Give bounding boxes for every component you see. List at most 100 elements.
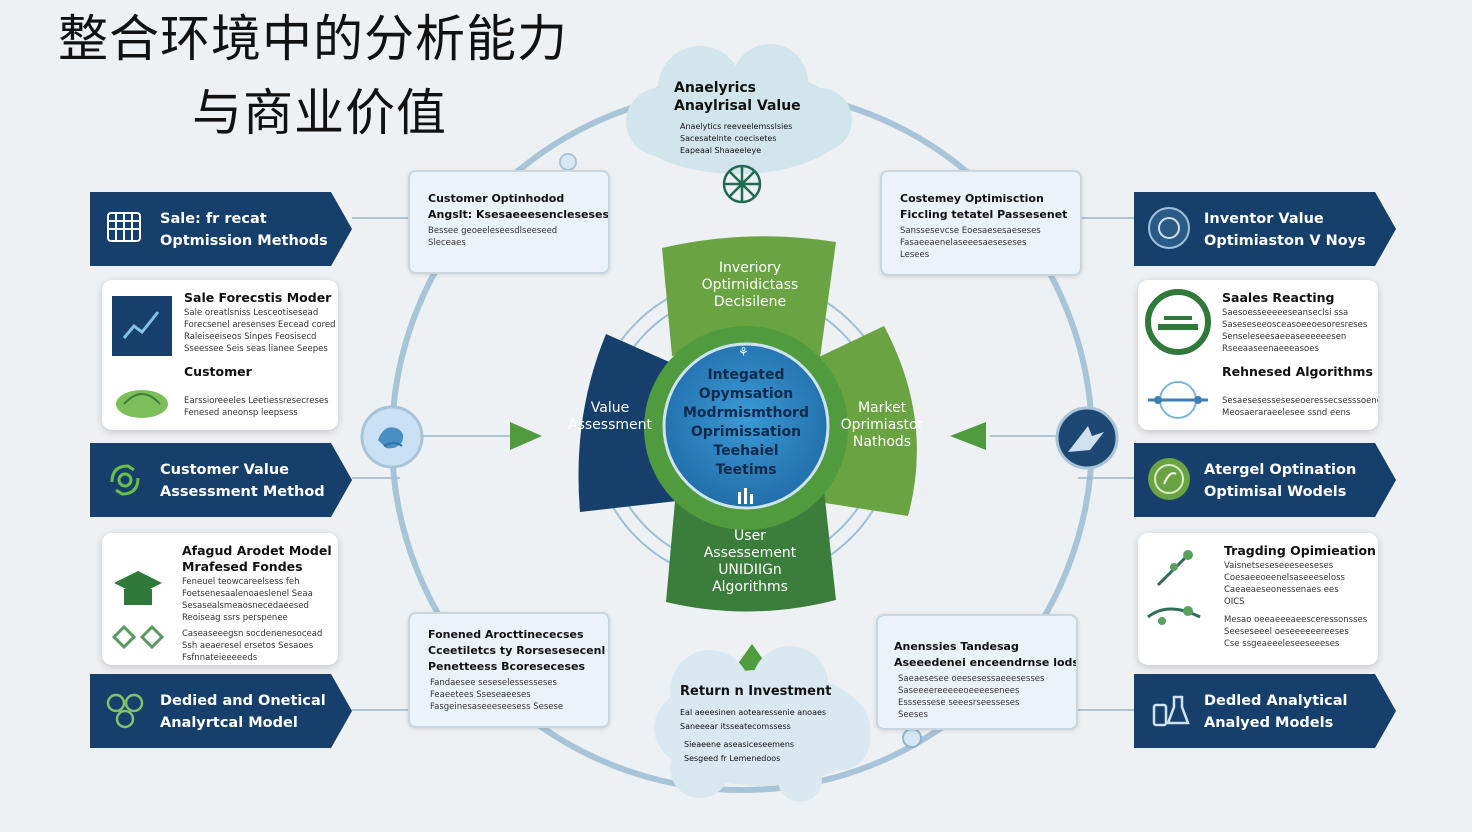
box-title: Fonened Arocttinececses xyxy=(428,628,584,641)
petal-line: Market xyxy=(857,400,907,416)
chart-board-icon xyxy=(112,296,172,356)
card-line: Vaisnetseseseeeseeseses xyxy=(1224,561,1334,571)
page-title-line2: 与商业价值 xyxy=(192,84,447,142)
center-line: Teehaiel xyxy=(713,443,779,459)
petal-top xyxy=(662,236,836,358)
petal-line: Decisilene xyxy=(713,294,787,310)
info-box-top-left: Customer Optinhodod Angslt: Ksesaeeesenc… xyxy=(408,170,610,274)
leaf-circle-icon xyxy=(1148,458,1190,500)
card-subline: Caseaseeegsn socdenenesocead xyxy=(182,629,323,639)
top-cloud-line: Sacesatelnte coecisetes xyxy=(680,134,777,143)
bottom-cloud-line: Saneeear itsseatecomssess xyxy=(680,722,791,731)
card-subline: Fsfnnateieeeeeds xyxy=(182,653,258,663)
box-line: Fandaesee seseselessesseses xyxy=(430,678,557,688)
page-title-line1: 整合环境中的分析能力 xyxy=(58,10,568,68)
card-line: Reoiseag ssrs perspenee xyxy=(182,613,288,623)
card-subline: Mesao oeeaeeeaeesceressonsses xyxy=(1224,615,1368,625)
card-subline: Sesaesesesseseseoeressecsesssoenent xyxy=(1222,396,1378,406)
card-line: OICS xyxy=(1224,597,1245,607)
left-card-arodet-model: Afagud Arodet Model Mrafesed Fondes Fene… xyxy=(102,533,338,665)
box-title: Cceetiletcs ty Rorsesesecenl xyxy=(428,644,606,657)
card-subline: Earssioreeeles Leetiessresecreses xyxy=(184,396,329,406)
card-line: Saseseseeosceasoeeoesoresreses xyxy=(1222,320,1368,330)
center-line: Integated xyxy=(707,367,785,383)
box-line: Sleceaes xyxy=(428,238,466,248)
petal-line: Value xyxy=(590,400,630,416)
ring-node-bottom xyxy=(902,728,922,748)
petal-right-label: Market Oprimiastor Nathods xyxy=(830,400,934,451)
grid-icon xyxy=(107,212,141,242)
top-cloud-shape xyxy=(626,44,852,174)
box-line: Esssessese seeesrseesseses xyxy=(898,698,1020,708)
banner-line2: Assessment Method xyxy=(160,484,325,500)
banner-line1: Customer Value xyxy=(160,462,289,478)
box-line: Bessee geoeeleseesdlseeseed xyxy=(428,226,558,236)
box-line: Feaeetees Sseseaeeses xyxy=(430,690,531,700)
petal-line: UNIDIIGn xyxy=(718,562,782,578)
center-bar-icon xyxy=(738,492,741,504)
box-line: Fasgeinesaseeeseesess Sesese xyxy=(430,702,564,712)
card-line: Forecsenel aresenses Eecead cored xyxy=(184,320,336,330)
card-subline: Seeseseeel oeseeeeeereeses xyxy=(1224,627,1349,637)
center-line: Teetims xyxy=(715,462,777,478)
box-line: Lesees xyxy=(900,250,930,260)
box-title: Anenssies Tandesag xyxy=(894,640,1019,653)
card-title: Saales Reacting xyxy=(1222,290,1335,305)
petal-line: Assessement xyxy=(703,545,797,561)
card-title: Tragding Opimieation xyxy=(1224,543,1376,558)
box-title: Costemey Optimisction xyxy=(900,192,1044,205)
box-title: Customer Optinhodod xyxy=(428,192,565,205)
vine-icon xyxy=(1147,606,1201,625)
right-card-trading-optimisation: Tragding Opimieation Vaisnetseseseeesees… xyxy=(1138,533,1378,665)
petal-bottom-label: User Assessement UNIDIIGn Algorithms xyxy=(680,528,820,596)
link-diamonds-icon xyxy=(111,624,165,650)
petal-line: Nathods xyxy=(852,434,912,450)
card-title2: Mrafesed Fondes xyxy=(182,559,303,574)
box-line: Fasaeeaenelaseeesaeseseses xyxy=(900,238,1027,248)
card-subtitle: Rehnesed Algorithms xyxy=(1222,364,1373,379)
bottom-cloud-line: Sieaeene aseasiceseemens xyxy=(684,740,795,749)
banner-line2: Analyrtcal Model xyxy=(160,715,298,731)
petal-line: Algorithms xyxy=(712,579,788,595)
banner-line2: Optmission Methods xyxy=(160,233,328,249)
center-line: Opymsation xyxy=(698,386,794,402)
petal-left-label: Value Assessment xyxy=(558,400,662,434)
branch-icon xyxy=(1156,550,1193,587)
box-title: Ficcling tetatel Passesenet xyxy=(900,208,1068,221)
card-subline: Meosaeraraeelesee ssnd eens xyxy=(1222,408,1351,418)
card-subline: Cse ssgeaeeeleseeseeeses xyxy=(1224,639,1340,649)
banner-line1: Sale: fr recat xyxy=(160,211,267,227)
card-line: Feneuel teowcareelsess feh xyxy=(182,577,300,587)
bottom-cloud-line: Sesgeed fr Lemenedoos xyxy=(684,754,781,763)
bottom-cloud-line: Eal aeeesinen aotearessenie anoaes xyxy=(680,708,827,717)
box-line: Seeses xyxy=(898,710,928,720)
badge-icon xyxy=(1148,207,1190,249)
card-subline: Ssh aeaeresel ersetos Sesaoes xyxy=(182,641,314,651)
card-title: Sale Forecstis Moder xyxy=(184,290,332,305)
arrow-left xyxy=(510,422,542,450)
bottom-cloud-title: Return n Investment xyxy=(680,684,832,699)
petal-line: Assessment xyxy=(568,417,652,433)
ring-node-top xyxy=(559,153,577,171)
box-line: Saeaesesee oeesesessaeeesesses xyxy=(898,674,1045,684)
network-icon xyxy=(106,693,144,729)
card-line: Sale oreatlsniss Lesceotisesead xyxy=(184,308,319,318)
right-card-sales-reacting: Saales Reacting Saesoesseeeeeseanseclsi … xyxy=(1138,280,1378,430)
box-line: Saseeeereeeeeoeeeesenees xyxy=(898,686,1020,696)
petal-line: Oprimiastor xyxy=(840,417,924,433)
banner-line2: Analyed Models xyxy=(1204,715,1334,731)
center-line: Oprimissation xyxy=(690,424,802,440)
left-card-sales-forecast-model: Sale Forecstis Moder Sale oreatlsniss Le… xyxy=(102,280,338,430)
top-cloud-title2: Anaylrisal Value xyxy=(674,98,801,114)
banner-line2: Optimiaston V Noys xyxy=(1204,233,1366,249)
info-box-bottom-right: Anenssies Tandesag Aseeedenei enceendrns… xyxy=(876,614,1078,730)
connector-lines xyxy=(352,217,1134,711)
center-label: Integated Opymsation Modrmismthord Oprim… xyxy=(676,366,816,480)
petal-line: Inveriory xyxy=(718,260,782,276)
